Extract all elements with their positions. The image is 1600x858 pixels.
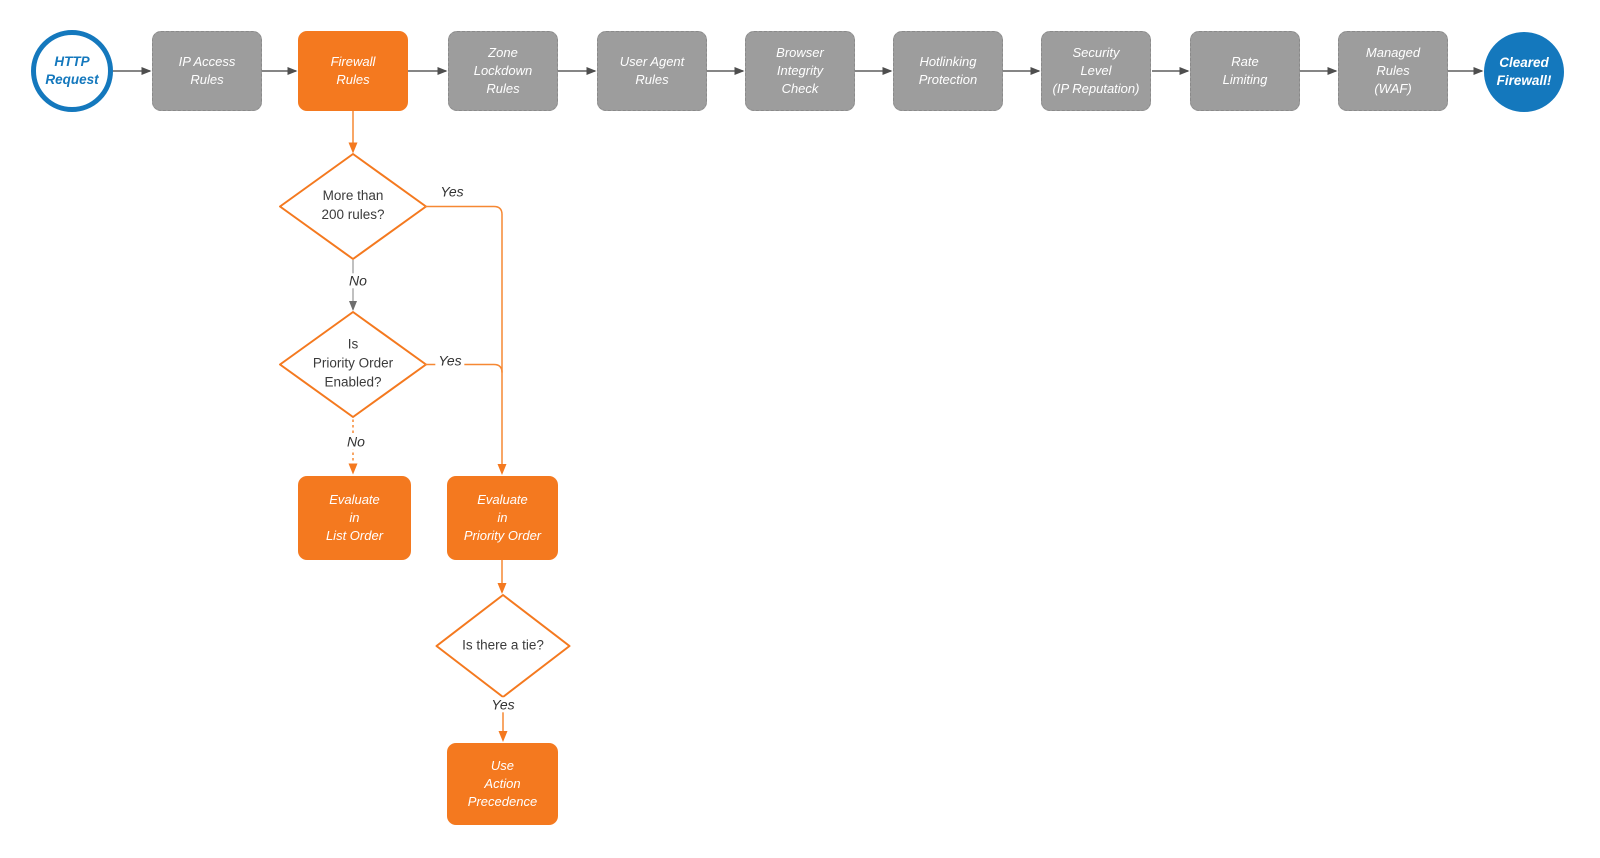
node-rate-limiting: Rate Limiting xyxy=(1190,31,1300,111)
edge-label-yes-tie: Yes xyxy=(488,696,518,713)
node-use-action-precedence-label: Use Action Precedence xyxy=(467,757,538,810)
node-cleared-firewall-label: Cleared Firewall! xyxy=(1496,54,1552,88)
node-zone-lockdown-rules-label: Zone Lockdown Rules xyxy=(473,44,533,97)
node-user-agent-rules-label: User Agent Rules xyxy=(619,53,685,87)
edge-priorityenabled-yes-join xyxy=(424,363,503,373)
node-hotlinking-protection-label: Hotlinking Protection xyxy=(918,53,978,87)
node-evaluate-in-priority-order: Evaluate in Priority Order xyxy=(447,476,558,560)
node-zone-lockdown-rules: Zone Lockdown Rules xyxy=(448,31,558,111)
node-managed-rules-waf-label: Managed Rules (WAF) xyxy=(1365,44,1421,97)
node-browser-integrity-check-label: Browser Integrity Check xyxy=(776,44,824,97)
diamond-more-than-200-rules xyxy=(279,153,427,260)
node-http-request-label: HTTP Request xyxy=(45,53,99,87)
node-browser-integrity-check: Browser Integrity Check xyxy=(745,31,855,111)
decision-more-than-200-rules-text: More than 200 rules? xyxy=(321,188,385,222)
node-rate-limiting-label: Rate Limiting xyxy=(1222,53,1268,87)
node-security-level: Security Level (IP Reputation) xyxy=(1041,31,1151,111)
node-managed-rules-waf: Managed Rules (WAF) xyxy=(1338,31,1448,111)
node-http-request: HTTP Request xyxy=(31,30,113,112)
node-evaluate-in-list-order-label: Evaluate in List Order xyxy=(325,491,384,544)
decision-priority-order-enabled-text: Is Priority Order Enabled? xyxy=(312,336,394,390)
edge-label-no-priority-enabled: No xyxy=(344,433,368,450)
node-user-agent-rules: User Agent Rules xyxy=(597,31,707,111)
node-hotlinking-protection: Hotlinking Protection xyxy=(893,31,1003,111)
edge-200rules-yes-to-priorityorder-box xyxy=(424,205,507,475)
node-firewall-rules: Firewall Rules xyxy=(298,31,408,111)
node-ip-access-rules-label: IP Access Rules xyxy=(178,53,236,87)
decision-is-there-a-tie-text: Is there a tie? xyxy=(462,637,544,653)
node-cleared-firewall: Cleared Firewall! xyxy=(1484,32,1564,112)
node-use-action-precedence: Use Action Precedence xyxy=(447,743,558,825)
node-firewall-rules-label: Firewall Rules xyxy=(330,53,376,87)
diamond-priority-order-enabled xyxy=(279,311,427,418)
edge-label-no-more-than-200: No xyxy=(346,272,370,289)
node-evaluate-in-priority-order-label: Evaluate in Priority Order xyxy=(463,491,542,544)
node-security-level-label: Security Level (IP Reputation) xyxy=(1052,44,1140,97)
edge-label-yes-more-than-200: Yes xyxy=(437,183,467,200)
node-evaluate-in-list-order: Evaluate in List Order xyxy=(298,476,411,560)
edge-label-yes-priority-enabled: Yes xyxy=(435,352,465,369)
node-ip-access-rules: IP Access Rules xyxy=(152,31,262,111)
